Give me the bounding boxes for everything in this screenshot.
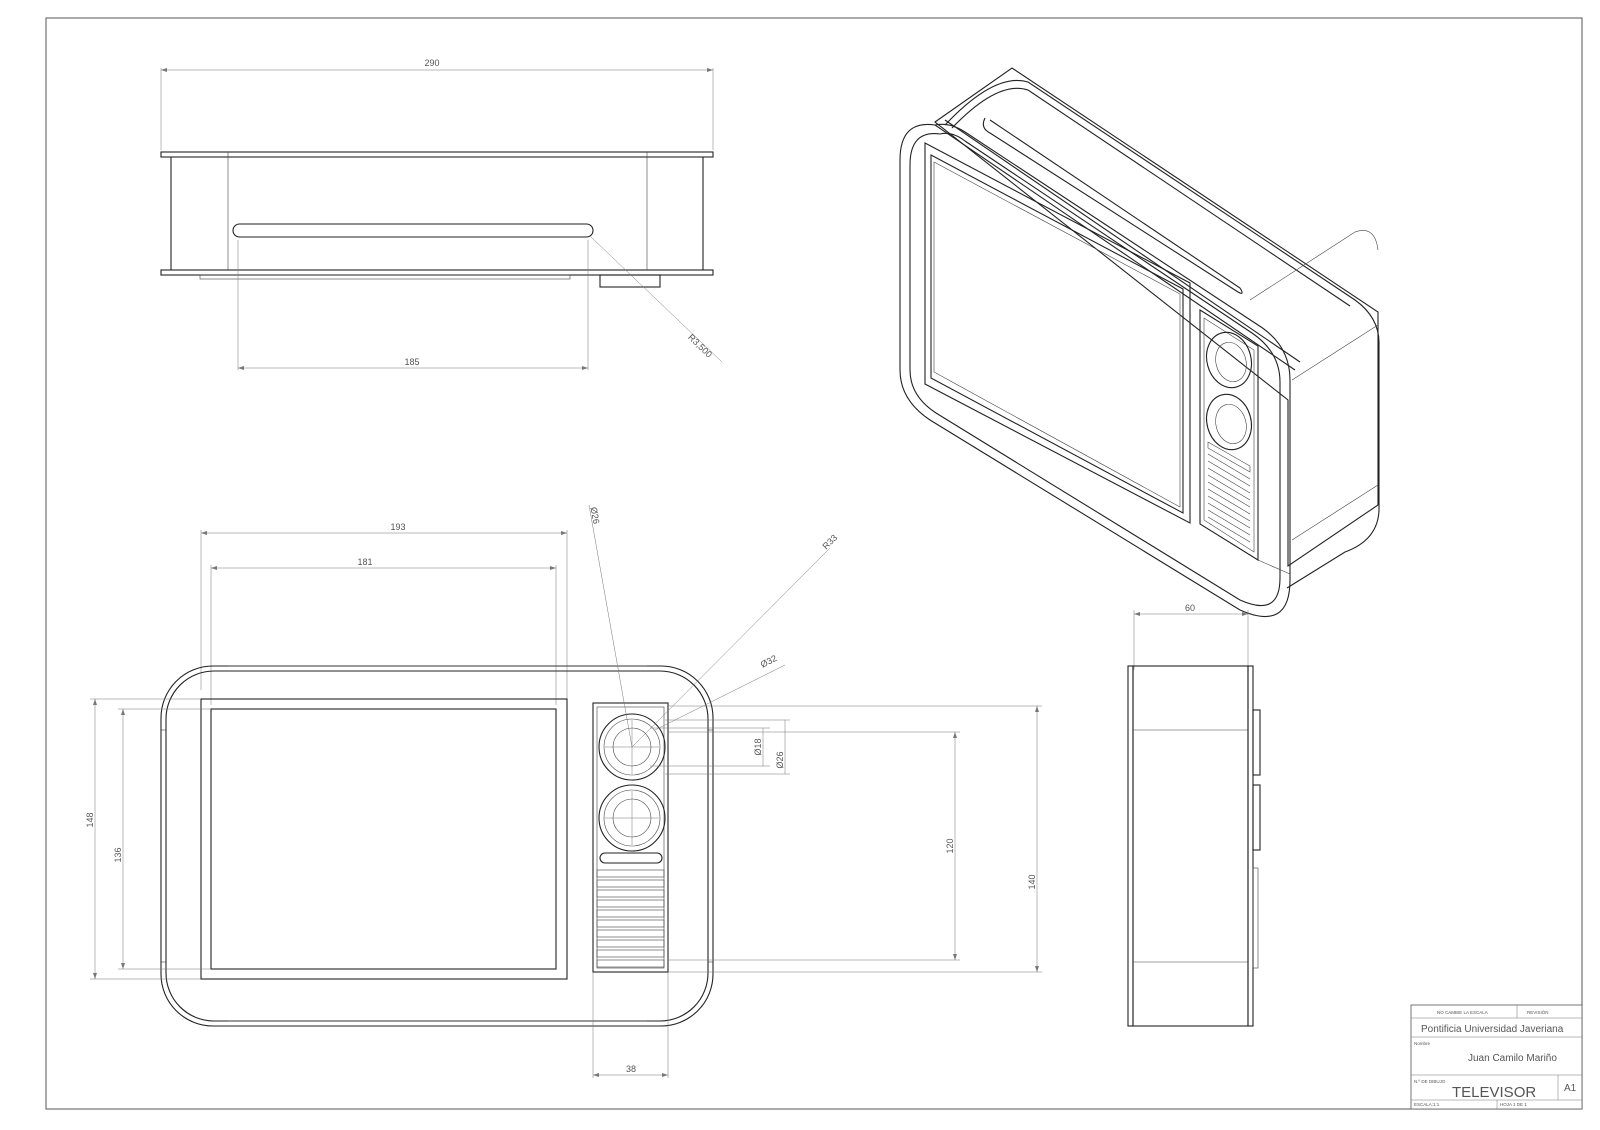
dim-knob-outer: Ø26 — [589, 506, 602, 524]
drawing-number-label: N.º DE DIBUJO — [1414, 1079, 1446, 1084]
dim-top-slot: 185 — [404, 357, 419, 367]
dim-panel-width: 38 — [626, 1064, 636, 1074]
sheet-size: A1 — [1564, 1083, 1577, 1094]
front-view: 193 181 — [85, 504, 1042, 1078]
dim-panel-height: 120 — [945, 838, 955, 853]
dim-side-depth: 60 — [1185, 603, 1195, 613]
institution-name: Pontificia Universidad Javeriana — [1421, 1024, 1564, 1035]
drawing-title: TELEVISOR — [1452, 1084, 1536, 1101]
dim-knob-ring: Ø32 — [759, 653, 779, 670]
dim-front-outer-width: 193 — [390, 522, 405, 532]
dim-overall-height: 140 — [1027, 874, 1037, 889]
top-view: 290 185 R3,500 — [160, 58, 723, 370]
revision-label: REVISIÓN — [1527, 1009, 1549, 1015]
drawing-border — [45, 17, 1583, 1110]
dim-front-height-outer: 148 — [85, 812, 95, 827]
dim-knob-inner: Ø18 — [753, 738, 763, 755]
isometric-view — [899, 67, 1380, 618]
side-view: 60 — [1127, 603, 1261, 1027]
sheet-number: HOJA 1 DE 1 — [1500, 1102, 1527, 1107]
dim-knob-right: Ø26 — [775, 751, 785, 768]
scale-value: ESCALA:1:1 — [1414, 1102, 1440, 1107]
dim-front-screen-width: 181 — [357, 557, 372, 567]
dim-front-height-inner: 136 — [113, 847, 123, 862]
dim-top-width: 290 — [424, 58, 439, 68]
dim-top-radius: R3,500 — [686, 332, 714, 359]
title-block: NO CAMBIE LA ESCALA REVISIÓN Pontificia … — [1410, 1004, 1583, 1110]
scale-note: NO CAMBIE LA ESCALA — [1437, 1010, 1488, 1015]
author-name: Juan Camilo Mariño — [1468, 1053, 1557, 1064]
dim-panel-radius: R33 — [821, 533, 840, 552]
name-label: Nombre — [1414, 1041, 1431, 1046]
